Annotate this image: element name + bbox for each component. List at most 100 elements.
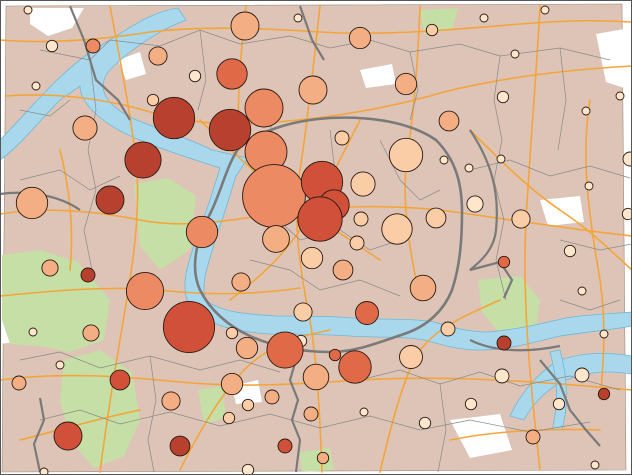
data-bubble[interactable] (497, 255, 511, 269)
data-bubble[interactable] (235, 336, 259, 360)
data-bubble[interactable] (146, 93, 160, 107)
data-bubble[interactable] (464, 163, 474, 173)
data-bubble[interactable] (222, 411, 236, 425)
data-bubble[interactable] (23, 5, 33, 15)
data-bubble[interactable] (11, 375, 27, 391)
data-bubble[interactable] (264, 389, 280, 405)
data-bubble[interactable] (510, 49, 520, 59)
data-bubble[interactable] (169, 435, 191, 457)
data-bubble[interactable] (525, 429, 541, 445)
data-bubble[interactable] (277, 438, 293, 454)
data-bubble[interactable] (466, 195, 484, 213)
data-bubble[interactable] (440, 321, 456, 337)
data-bubble[interactable] (496, 335, 512, 351)
data-bubble[interactable] (388, 137, 424, 173)
data-bubble[interactable] (28, 327, 38, 337)
data-bubble[interactable] (300, 246, 324, 270)
data-bubble[interactable] (45, 39, 59, 53)
data-bubble[interactable] (82, 324, 100, 342)
data-bubble[interactable] (15, 186, 49, 220)
data-bubble[interactable] (162, 300, 216, 354)
data-bubble[interactable] (334, 130, 350, 146)
data-bubble[interactable] (332, 259, 354, 281)
data-bubble[interactable] (394, 72, 418, 96)
data-bubble[interactable] (188, 69, 202, 83)
data-bubble[interactable] (31, 81, 41, 91)
data-bubble[interactable] (241, 463, 255, 475)
data-bubble[interactable] (185, 215, 219, 249)
data-bubble[interactable] (563, 244, 577, 258)
data-bubble[interactable] (418, 416, 432, 430)
data-bubble[interactable] (355, 301, 379, 325)
data-bubble[interactable] (124, 141, 162, 179)
data-bubble[interactable] (577, 286, 587, 296)
data-bubble[interactable] (511, 209, 531, 229)
data-bubble[interactable] (496, 90, 510, 104)
data-bubble[interactable] (55, 360, 65, 370)
data-bubble[interactable] (581, 106, 591, 116)
data-bubble[interactable] (350, 171, 376, 197)
data-bubble[interactable] (621, 207, 632, 221)
data-bubble[interactable] (409, 274, 437, 302)
data-bubble[interactable] (262, 225, 290, 253)
data-bubble[interactable] (242, 164, 306, 228)
data-bubble[interactable] (353, 211, 369, 227)
data-bubble[interactable] (293, 13, 303, 23)
bubble-layer[interactable] (11, 5, 632, 475)
data-bubble[interactable] (349, 235, 365, 251)
data-bubble[interactable] (297, 196, 343, 242)
data-bubble[interactable] (584, 181, 594, 191)
data-bubble[interactable] (125, 271, 165, 311)
data-bubble[interactable] (220, 372, 244, 396)
data-bubble[interactable] (293, 302, 313, 322)
data-bubble[interactable] (438, 110, 460, 132)
city-ring-boundary (193, 116, 464, 354)
data-bubble[interactable] (230, 11, 260, 41)
data-bubble[interactable] (425, 207, 447, 229)
data-bubble[interactable] (540, 5, 550, 15)
data-bubble[interactable] (348, 26, 372, 50)
data-bubble[interactable] (496, 154, 506, 164)
data-bubble[interactable] (494, 368, 510, 384)
data-bubble[interactable] (241, 398, 255, 412)
data-bubble[interactable] (338, 350, 372, 384)
data-bubble[interactable] (95, 185, 125, 215)
data-bubble[interactable] (590, 460, 600, 470)
data-bubble[interactable] (298, 75, 328, 105)
data-bubble[interactable] (231, 272, 251, 292)
data-bubble[interactable] (225, 326, 239, 340)
data-bubble[interactable] (266, 331, 304, 369)
data-bubble[interactable] (316, 451, 330, 465)
data-bubble[interactable] (615, 91, 625, 101)
data-bubble[interactable] (328, 348, 342, 362)
data-bubble[interactable] (148, 46, 168, 66)
data-bubble[interactable] (72, 115, 98, 141)
data-bubble[interactable] (39, 467, 49, 475)
data-bubble[interactable] (161, 391, 181, 411)
data-bubble[interactable] (80, 267, 96, 283)
data-bubble[interactable] (41, 259, 59, 277)
data-bubble[interactable] (303, 406, 319, 422)
data-bubble[interactable] (244, 88, 284, 128)
data-bubble[interactable] (425, 23, 439, 37)
data-bubble[interactable] (599, 329, 609, 339)
data-bubble[interactable] (109, 369, 131, 391)
data-bubble[interactable] (302, 363, 330, 391)
data-bubble[interactable] (464, 397, 478, 411)
data-bubble[interactable] (622, 151, 632, 167)
data-bubble[interactable] (399, 345, 423, 369)
data-bubble[interactable] (359, 407, 369, 417)
data-bubble[interactable] (85, 38, 101, 54)
data-bubble[interactable] (208, 108, 252, 152)
data-bubble[interactable] (53, 421, 83, 451)
data-bubble[interactable] (152, 96, 196, 140)
data-bubble[interactable] (552, 397, 566, 411)
data-bubble[interactable] (479, 13, 489, 23)
data-bubble[interactable] (439, 155, 449, 165)
data-bubble[interactable] (216, 58, 248, 90)
data-bubble[interactable] (381, 213, 413, 245)
data-bubble[interactable] (597, 387, 611, 401)
data-bubble[interactable] (574, 367, 590, 383)
